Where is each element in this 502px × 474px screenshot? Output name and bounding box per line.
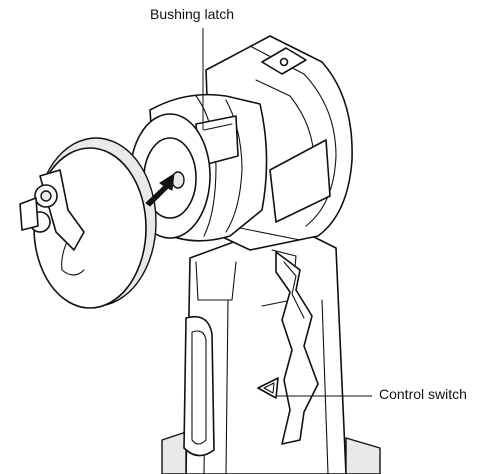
bushing-latch-label: Bushing latch — [150, 6, 235, 22]
arrow-right-icon — [145, 173, 175, 207]
disc-attachment — [19, 137, 157, 309]
control-switch-label: Control switch — [379, 386, 467, 402]
side-grip-slot — [183, 315, 215, 457]
warning-triangle-icon — [257, 377, 279, 399]
